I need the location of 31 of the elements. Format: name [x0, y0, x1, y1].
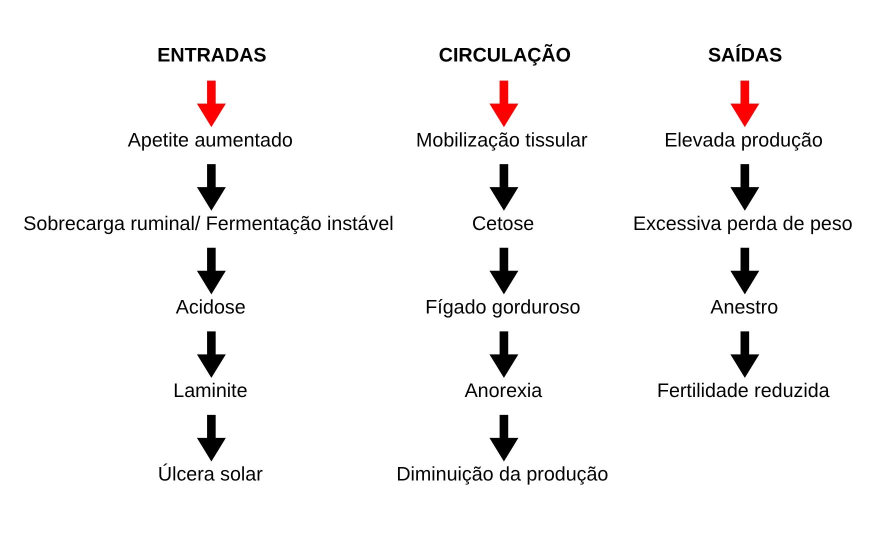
- arrow: [730, 164, 760, 211]
- node-text: Laminite: [173, 380, 248, 402]
- arrow: [489, 414, 518, 462]
- node-text: Fertilidade reduzida: [656, 380, 830, 402]
- arrow: [489, 331, 518, 378]
- node-text: Elevada produção: [664, 129, 823, 152]
- arrow: [730, 248, 760, 294]
- arrow: [730, 331, 760, 378]
- arrow: [196, 414, 226, 462]
- node-text: Anorexia: [464, 380, 542, 402]
- node-text: Diminuição da produção: [396, 464, 608, 486]
- arrow: [196, 80, 226, 128]
- node-text: SAÍDAS: [708, 44, 782, 66]
- node-text: Acidose: [176, 296, 246, 318]
- node-text: Fígado gorduroso: [425, 296, 580, 318]
- node-text: Excessiva perda de peso: [632, 212, 853, 235]
- node-text: Anestro: [710, 296, 778, 318]
- arrow: [489, 248, 518, 294]
- arrow: [489, 164, 518, 211]
- arrow: [489, 80, 518, 128]
- arrow: [730, 80, 760, 128]
- node-text: ENTRADAS: [157, 44, 267, 66]
- arrow: [196, 248, 226, 294]
- node-text: Cetose: [472, 212, 534, 235]
- arrow: [196, 164, 226, 211]
- node-text: Mobilização tissular: [416, 129, 588, 152]
- arrow: [196, 331, 226, 378]
- node-text: Apetite aumentado: [128, 129, 293, 152]
- node-text: CIRCULAÇÃO: [438, 44, 571, 66]
- node-text: Sobrecarga ruminal/ Fermentação instável: [23, 212, 394, 235]
- node-text: Úlcera solar: [158, 464, 263, 486]
